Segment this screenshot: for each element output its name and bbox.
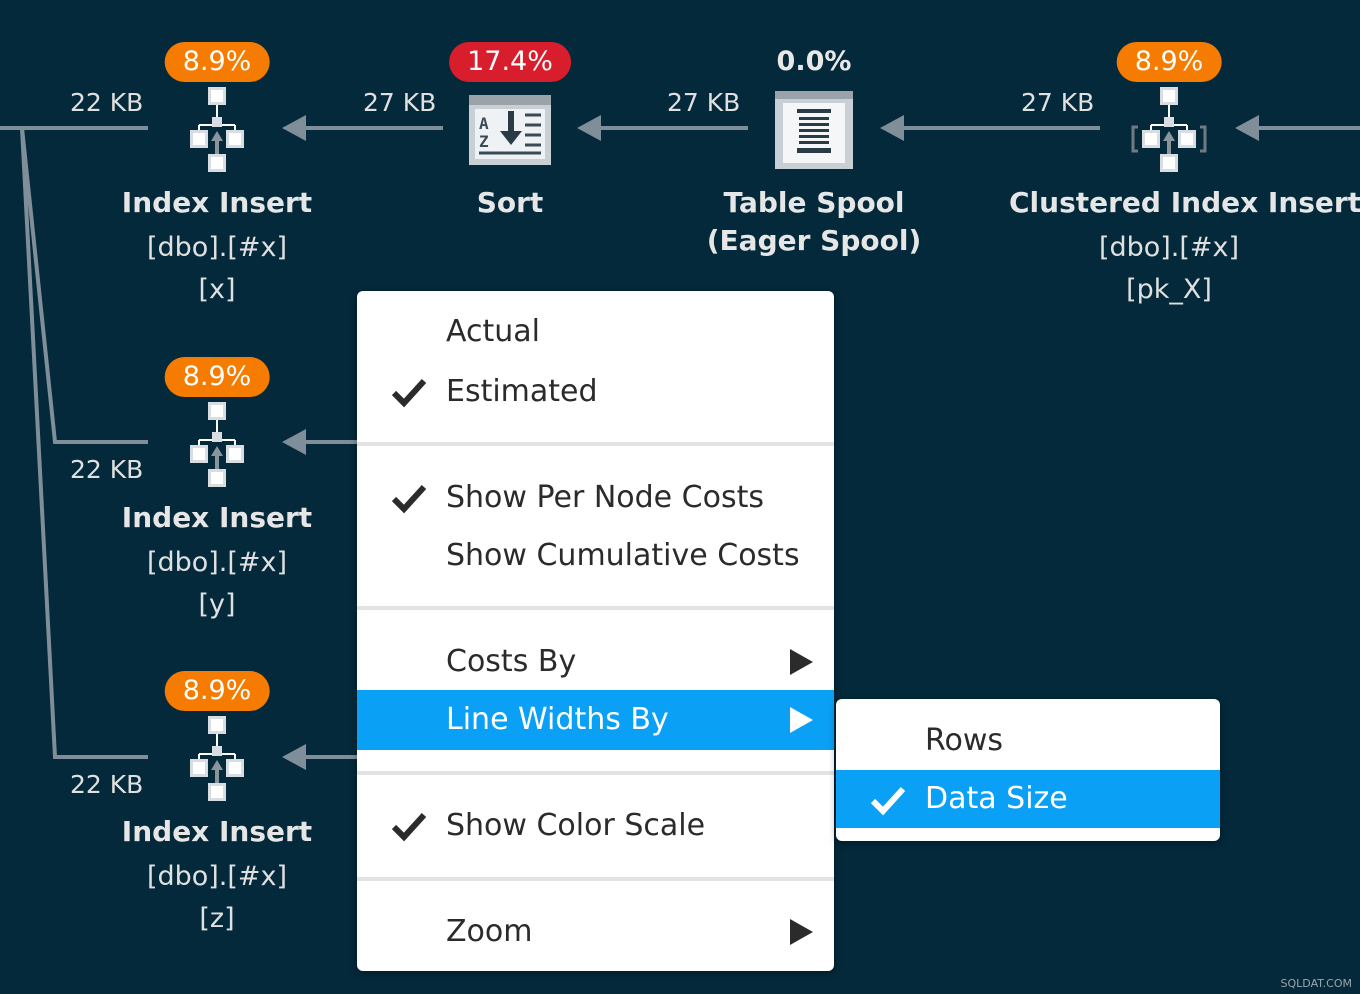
menu-item-label: Show Color Scale bbox=[446, 808, 706, 843]
menu-separator bbox=[357, 606, 834, 610]
submenu-arrow-icon bbox=[790, 919, 813, 945]
checkmark-icon bbox=[391, 484, 427, 514]
cost-badge: 8.9% bbox=[164, 671, 270, 711]
context-menu: Actual Estimated Show Per Node Costs Sho… bbox=[357, 291, 834, 971]
index-insert-icon bbox=[190, 716, 244, 801]
svg-text:Z: Z bbox=[479, 132, 489, 151]
menu-item-actual[interactable]: Actual bbox=[357, 302, 834, 362]
menu-item-label: Rows bbox=[925, 723, 1004, 758]
checkmark-icon bbox=[391, 378, 427, 408]
arrow-head bbox=[282, 429, 306, 455]
node-object: [dbo].[#x] bbox=[146, 861, 288, 892]
plan-node-clustered-index-insert[interactable]: 8.9% Clustered Index Insert [dbo].[#x] [… bbox=[1009, 42, 1360, 312]
edge-label: 27 KB bbox=[1021, 88, 1095, 117]
submenu-arrow-icon bbox=[790, 649, 813, 675]
edge-label: 22 KB bbox=[70, 455, 144, 484]
node-index: [x] bbox=[198, 274, 236, 305]
menu-item-label: Show Cumulative Costs bbox=[446, 538, 800, 573]
cost-badge: 8.9% bbox=[1116, 42, 1222, 82]
arrow-head bbox=[880, 115, 904, 141]
menu-item-label: Estimated bbox=[446, 374, 598, 409]
node-name: Table Spool bbox=[723, 186, 905, 219]
plan-node-sort[interactable]: 17.4% A Z Sort bbox=[390, 42, 630, 232]
submenu-item-data-size[interactable]: Data Size bbox=[836, 770, 1220, 828]
node-object: [dbo].[#x] bbox=[146, 547, 288, 578]
node-name: Clustered Index Insert bbox=[1009, 186, 1360, 219]
menu-item-label: Costs By bbox=[446, 644, 577, 679]
submenu-arrow-icon bbox=[790, 707, 813, 733]
menu-item-label: Actual bbox=[446, 314, 540, 349]
menu-separator bbox=[357, 877, 834, 881]
plan-node-table-spool[interactable]: 0.0% Table Spool (Eager Spool) bbox=[694, 42, 934, 262]
menu-item-line-widths-by[interactable]: Line Widths By bbox=[357, 690, 834, 750]
menu-item-label: Data Size bbox=[925, 781, 1068, 816]
cost-badge: 8.9% bbox=[164, 42, 270, 82]
line-widths-submenu: Rows Data Size bbox=[836, 699, 1220, 841]
node-object: [dbo].[#x] bbox=[1098, 232, 1240, 263]
arrow-head bbox=[282, 115, 306, 141]
plan-node-index-insert-y[interactable]: 8.9% Index Insert [dbo].[#x] [y] bbox=[97, 357, 337, 627]
checkmark-icon bbox=[391, 812, 427, 842]
menu-item-estimated[interactable]: Estimated bbox=[357, 362, 834, 422]
menu-item-label: Line Widths By bbox=[446, 702, 669, 737]
node-index: [y] bbox=[198, 589, 236, 620]
edge-label: 27 KB bbox=[667, 88, 741, 117]
node-object: [dbo].[#x] bbox=[146, 232, 288, 263]
menu-separator bbox=[357, 771, 834, 775]
menu-item-costs-by[interactable]: Costs By bbox=[357, 632, 834, 692]
node-name: Index Insert bbox=[121, 815, 313, 848]
edge-label: 27 KB bbox=[363, 88, 437, 117]
node-name: Index Insert bbox=[121, 186, 313, 219]
edge-label: 22 KB bbox=[70, 770, 144, 799]
watermark: SQLDAT.COM bbox=[1280, 977, 1352, 990]
menu-item-label: Show Per Node Costs bbox=[446, 480, 764, 515]
menu-item-zoom[interactable]: Zoom bbox=[357, 902, 834, 962]
sort-icon: A Z bbox=[469, 95, 551, 165]
edge-label: 22 KB bbox=[70, 88, 144, 117]
checkmark-icon bbox=[870, 786, 906, 816]
menu-item-show-color-scale[interactable]: Show Color Scale bbox=[357, 796, 834, 856]
node-name: Index Insert bbox=[121, 501, 313, 534]
table-spool-icon bbox=[775, 91, 853, 169]
menu-separator bbox=[357, 442, 834, 446]
cost-badge: 8.9% bbox=[164, 357, 270, 397]
index-insert-icon bbox=[190, 402, 244, 487]
submenu-item-rows[interactable]: Rows bbox=[836, 711, 1220, 771]
arrow-head bbox=[282, 744, 306, 770]
node-index: [z] bbox=[199, 903, 235, 934]
menu-item-label: Zoom bbox=[446, 914, 533, 949]
plan-node-index-insert-x[interactable]: 8.9% Index Insert [dbo].[#x] [x] bbox=[97, 42, 337, 312]
plan-node-index-insert-z[interactable]: 8.9% Index Insert [dbo].[#x] [z] bbox=[97, 671, 337, 941]
node-index: [pk_X] bbox=[1126, 274, 1212, 305]
cost-badge: 0.0% bbox=[776, 46, 852, 77]
index-insert-icon bbox=[190, 87, 244, 172]
menu-item-show-cumulative-costs[interactable]: Show Cumulative Costs bbox=[357, 526, 834, 586]
node-name: Sort bbox=[476, 186, 544, 219]
node-name-detail: (Eager Spool) bbox=[706, 224, 922, 257]
cost-badge: 17.4% bbox=[449, 42, 571, 82]
arrow-head bbox=[577, 115, 601, 141]
menu-item-show-per-node-costs[interactable]: Show Per Node Costs bbox=[357, 468, 834, 528]
svg-text:A: A bbox=[479, 114, 489, 133]
clustered-index-insert-icon bbox=[1131, 87, 1207, 172]
arrow-head bbox=[1235, 115, 1259, 141]
